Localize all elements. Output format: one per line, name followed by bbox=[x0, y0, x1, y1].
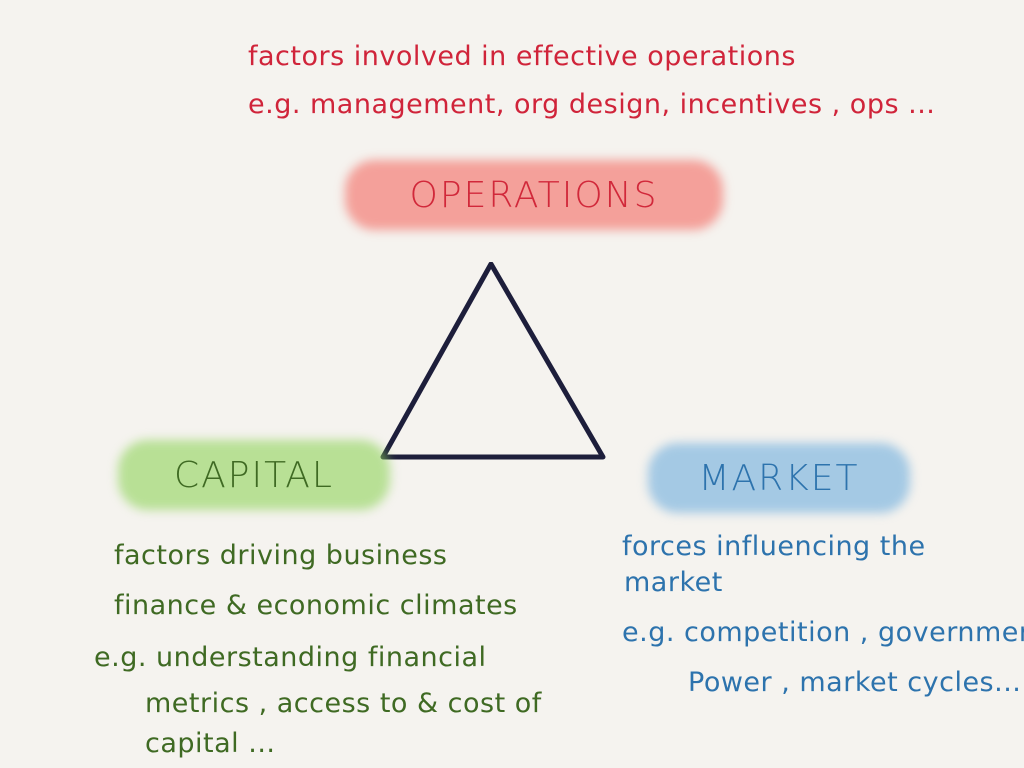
triangle-diagram bbox=[380, 262, 606, 460]
market-description-line-3: e.g. competition , government, bbox=[622, 617, 1024, 648]
market-label: MARKET bbox=[698, 457, 860, 499]
capital-label-group: CAPITAL bbox=[118, 440, 390, 510]
operations-highlight bbox=[345, 160, 723, 230]
capital-description-line-2: finance & economic climates bbox=[114, 590, 518, 621]
market-description-line-4: Power , market cycles... bbox=[688, 667, 1022, 698]
capital-description-line-3: e.g. understanding financial bbox=[94, 642, 487, 673]
market-highlight bbox=[648, 443, 910, 513]
operations-description-line-1: factors involved in effective operations bbox=[248, 41, 796, 72]
market-description-line-2: market bbox=[624, 567, 723, 598]
capital-description-line-1: factors driving business bbox=[114, 540, 448, 571]
operations-label: OPERATIONS bbox=[409, 174, 659, 216]
triangle-shape bbox=[380, 262, 606, 460]
operations-description-line-2: e.g. management, org design, incentives … bbox=[248, 89, 936, 120]
capital-label: CAPITAL bbox=[174, 454, 334, 496]
capital-description-line-4: metrics , access to & cost of bbox=[145, 688, 542, 719]
operations-label-group: OPERATIONS bbox=[345, 160, 723, 230]
capital-description-line-5: capital ... bbox=[145, 728, 276, 759]
market-description-line-1: forces influencing the bbox=[622, 531, 926, 562]
market-label-group: MARKET bbox=[648, 443, 910, 513]
capital-highlight bbox=[118, 440, 390, 510]
